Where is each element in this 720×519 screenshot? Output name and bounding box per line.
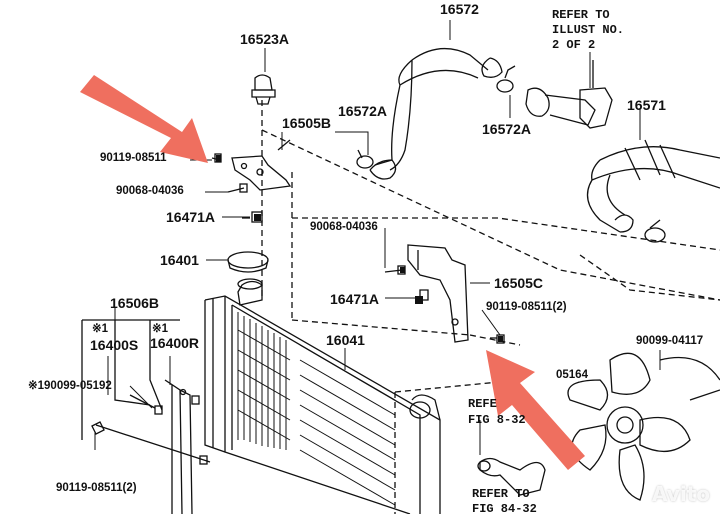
clamp-16572a-left [357, 150, 373, 168]
refer-note-line1: REFER TO [552, 9, 610, 21]
part-label-16041: 16041 [326, 333, 365, 347]
clip-16523a [252, 75, 275, 104]
part-label-16506b: 16506B [110, 296, 159, 310]
arrow-upper-left [80, 75, 208, 163]
part-label-90119-mid: 90119-08511(2) [486, 302, 567, 314]
hose-16572 [370, 49, 502, 179]
part-label-90068-mid: 90068-04036 [310, 222, 378, 234]
bracket-16505c [408, 245, 468, 342]
bolt-90068-left [228, 184, 247, 192]
part-label-90068-left: 90068-04036 [116, 186, 184, 198]
hose-16571 [588, 140, 720, 232]
part-label-90119-top: 90119-08511 [100, 153, 167, 165]
arrow-lower-right [486, 350, 585, 470]
watermark: Avito [652, 482, 710, 506]
part-label-16572: 16572 [440, 2, 479, 16]
cooling-fan [568, 353, 720, 500]
refer-bottom-line2: FIG 84-32 [472, 503, 537, 515]
part-label-16572a-right: 16572A [482, 122, 531, 136]
part-label-16571: 16571 [627, 98, 666, 112]
outlet-pipe [526, 60, 612, 128]
refer-fig-line2: FIG 8-32 [468, 414, 526, 426]
part-label-05164: 05164 [556, 370, 588, 382]
clamp-16571 [645, 220, 665, 242]
part-label-16523a: 16523A [240, 32, 289, 46]
refer-note-line3: 2 OF 2 [552, 39, 595, 51]
part-label-16505b: 16505B [282, 116, 331, 130]
part-label-16505c: 16505C [494, 276, 543, 290]
part-label-16471a-top: 16471A [166, 210, 215, 224]
part-label-16400s: 16400S [90, 338, 138, 352]
radiator-fins [238, 312, 395, 505]
bracket-16505b [232, 140, 290, 190]
refer-note-line2: ILLUST NO. [552, 24, 624, 36]
part-label-90099-left: ※190099-05192 [28, 381, 112, 393]
dark-fittings [216, 155, 503, 342]
part-label-16572a-left: 16572A [338, 104, 387, 118]
note-mark-1: ※1 [92, 324, 108, 336]
part-label-90119-bottom: 90119-08511(2) [56, 483, 137, 495]
clamp-16572a-right [497, 66, 515, 92]
part-label-16471a-mid: 16471A [330, 292, 379, 306]
radiator-16041 [205, 279, 440, 514]
note-mark-2: ※1 [152, 324, 168, 336]
part-label-16401: 16401 [160, 253, 199, 267]
refer-bottom-line1: REFER TO [472, 488, 530, 500]
part-label-90099-right: 90099-04117 [636, 336, 703, 348]
part-label-16400r: 16400R [150, 336, 199, 350]
refer-fig-line1: REFE [468, 398, 497, 410]
